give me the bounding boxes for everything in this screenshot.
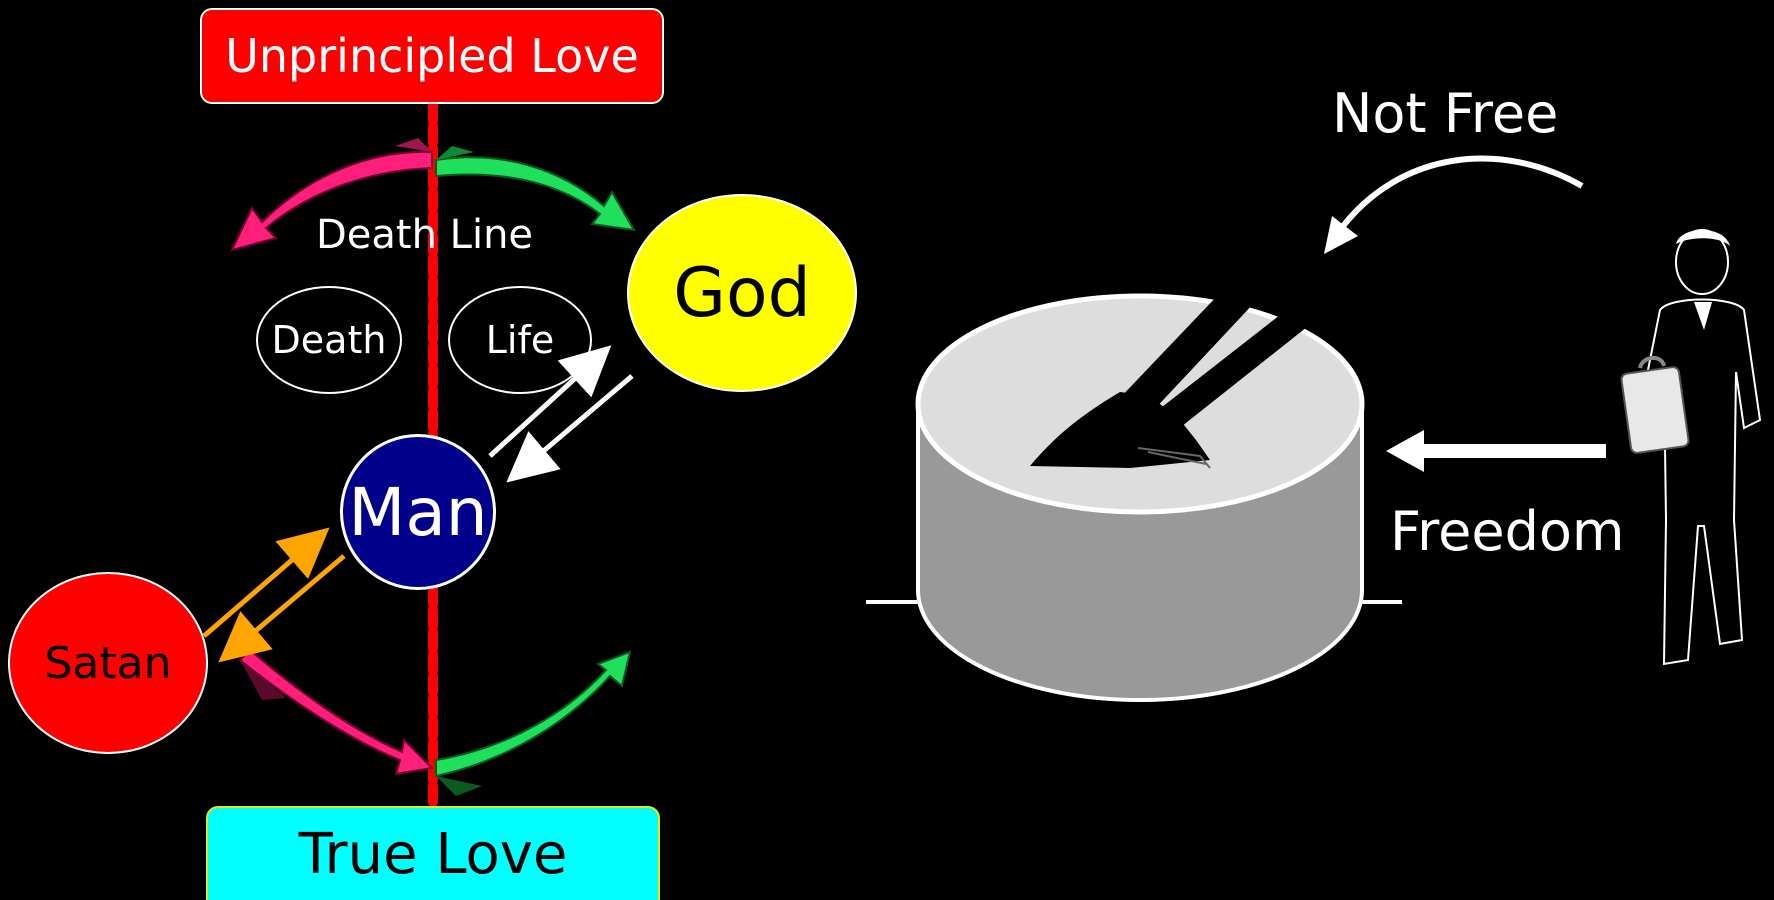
death-line-label: Death Line [316,212,534,258]
unprincipled-love-box: Unprincipled Love [200,8,664,104]
lower-pink-arrow-icon [238,648,435,776]
death-label: Death [271,318,387,362]
upper-green-arrow-icon [435,146,636,232]
satan-label: Satan [44,637,172,689]
cylinder-icon [866,293,1402,702]
satan-circle: Satan [8,572,208,754]
god-circle: God [627,194,857,392]
businessman-with-briefcase-icon [1620,229,1762,666]
hand-pinched-by-pliers-icon [1030,262,1339,469]
god-to-man-arrow-icon [506,374,634,483]
god-label: God [673,253,811,333]
not-free-arrow-icon [1337,155,1584,232]
man-to-satan-arrow-icon [218,554,346,663]
upper-pink-arrow-icon [230,138,433,252]
freedom-arrow-icon [1386,430,1606,472]
life-oval: Life [448,286,592,394]
freedom-label: Freedom [1390,500,1625,563]
lower-green-arrow-icon [435,650,632,796]
man-circle: Man [340,434,496,590]
man-label: Man [348,473,488,551]
not-free-label: Not Free [1332,82,1559,145]
true-love-label: True Love [298,821,568,887]
death-oval: Death [256,286,402,394]
true-love-box: True Love [206,806,660,900]
unprincipled-love-label: Unprincipled Love [225,29,639,83]
satan-to-man-arrow-icon [202,527,330,638]
life-label: Life [485,318,555,362]
